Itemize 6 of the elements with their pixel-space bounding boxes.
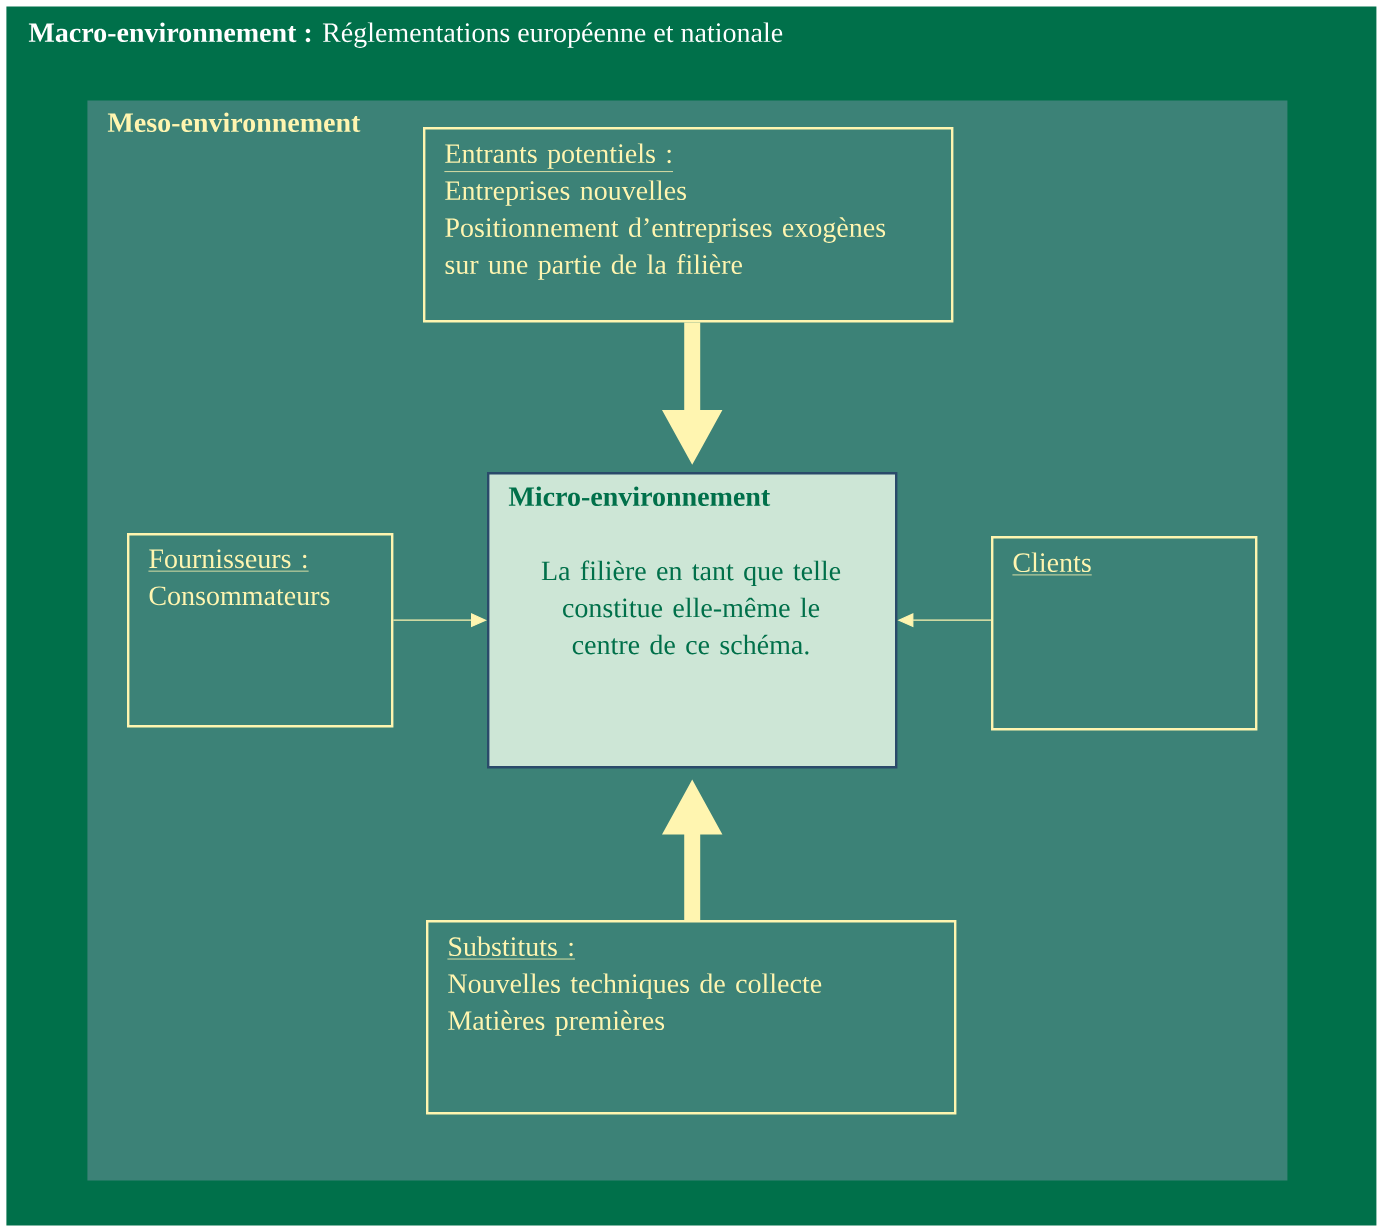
factor-box: Entrants potentiels : Entreprises nouvelles Positionnement d’entreprises exogènes sur une partie de la filière (423, 127, 954, 323)
factor-box: Clients (991, 536, 1258, 731)
arrow (392, 613, 487, 628)
center-box: Micro-environnement La filière en tant que telle constitue elle-même le centre de ce schéma. (487, 472, 898, 769)
factor-box: Fournisseurs : Consommateurs (127, 533, 394, 728)
factor-box: Substituts : Nouvelles techniques de collecte Matières premières (426, 920, 957, 1115)
